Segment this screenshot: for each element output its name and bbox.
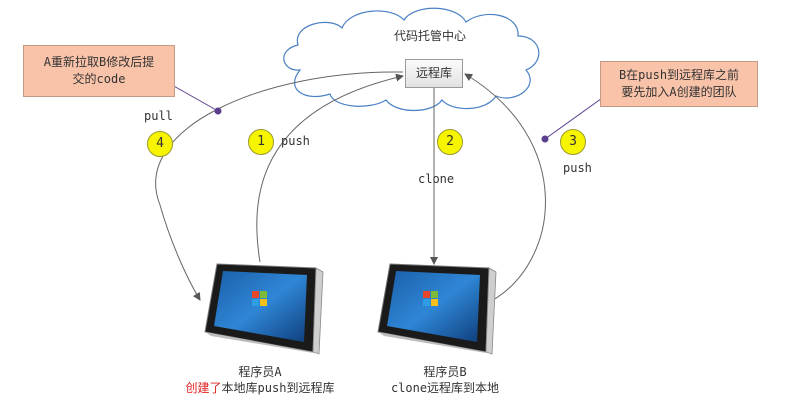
step-badge-1: 1 [248,129,274,155]
programmer-a-caption-highlight: 创建了 [185,381,222,395]
step-label-pull-a: pull [144,109,173,123]
pull-arrow-a [155,71,404,301]
note-pull-explanation: A重新拉取B修改后提 交的code [23,45,175,97]
tablet-a-icon [204,263,324,355]
note-connector-left [171,84,219,112]
step-label-push-b: push [563,161,592,175]
note-left-line1: A重新拉取B修改后提 [43,55,155,69]
step-label-clone-b: clone [418,172,455,186]
note-connector-right [544,95,606,140]
step-badge-3: 3 [560,129,586,155]
programmer-a-name: 程序员A [238,365,282,379]
cloud-title: 代码托管中心 [394,29,467,43]
programmer-b-caption: 程序员B clone远程库到本地 [345,364,545,396]
note-right-line1: B在push到远程库之前 [618,68,740,82]
note-left-line2: 交的code [72,72,126,86]
push-arrow-a [256,73,404,263]
remote-repo-box: 远程库 [405,59,463,88]
push-arrow-b [464,73,546,301]
programmer-b-name: 程序员B [423,365,467,379]
note-right-line2: 要先加入A创建的团队 [621,85,737,99]
tablet-b-icon [377,263,497,355]
step-badge-2: 2 [437,129,463,155]
step-badge-4: 4 [147,131,173,157]
programmer-a-caption-text: 本地库push到远程库 [221,381,335,395]
note-team-requirement: B在push到远程库之前 要先加入A创建的团队 [600,61,758,107]
programmer-b-caption-text: clone远程库到本地 [390,381,500,395]
programmer-a-caption: 程序员A 创建了本地库push到远程库 [160,364,360,396]
step-label-push-a: push [281,134,310,148]
